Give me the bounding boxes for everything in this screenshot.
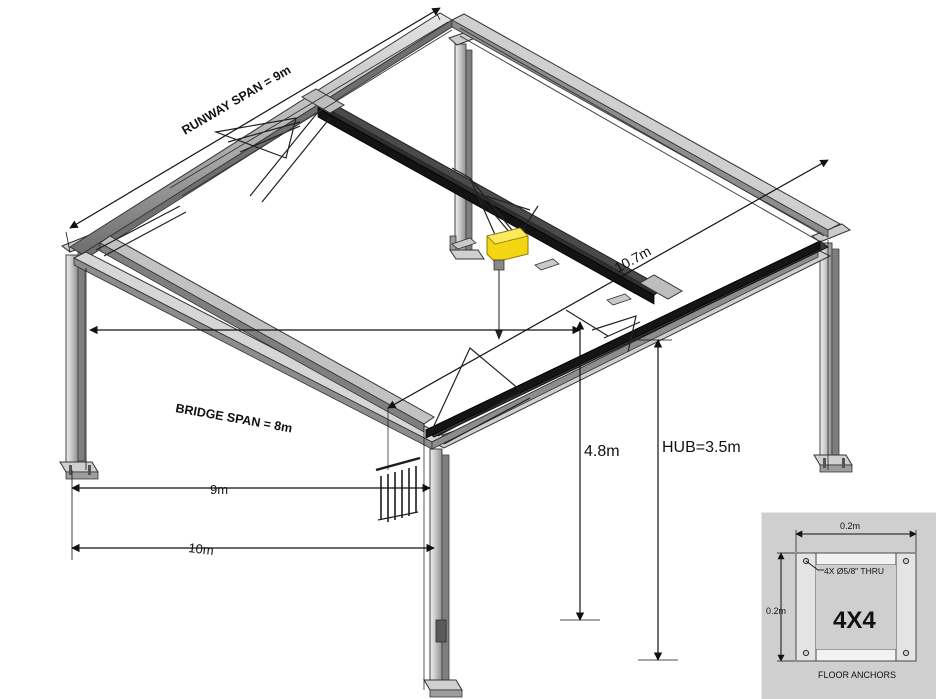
- label-4-8m: 4.8m: [584, 443, 620, 460]
- inset-caption: FLOOR ANCHORS: [818, 670, 896, 680]
- witness-lines: [387, 240, 829, 690]
- dim-10m: [71, 470, 435, 560]
- column-front-mid: [422, 430, 464, 698]
- dimension-group: [65, 7, 829, 690]
- inset-width-label: 0.2m: [840, 521, 860, 531]
- column-far-mid: [448, 27, 488, 260]
- label-9m: 9m: [210, 482, 228, 497]
- dim-diagonal: [387, 159, 829, 409]
- structure-group: [59, 12, 853, 698]
- label-bridge-span: BRIDGE SPAN = 8m: [174, 401, 293, 435]
- inset-plate-label: 4X4: [833, 607, 876, 634]
- dim-hub: [638, 339, 678, 661]
- dim-runway-span: [65, 7, 441, 253]
- inset-height-label: 0.2m: [766, 606, 786, 616]
- bridge-beam-secondary: [99, 235, 435, 433]
- dim-4-8m: [560, 321, 600, 621]
- label-hub: HUB=3.5m: [662, 439, 741, 456]
- inset-thru-label: 4X Ø5/8" THRU: [824, 566, 884, 576]
- dim-bridge-span: [85, 268, 581, 470]
- festoon-cables: [375, 456, 421, 522]
- label-10m: 10m: [188, 540, 215, 558]
- floor-anchor-inset: 0.2m 0.2m 4X Ø5/8" THRU 4X4 FLOOR ANCHOR…: [761, 512, 936, 699]
